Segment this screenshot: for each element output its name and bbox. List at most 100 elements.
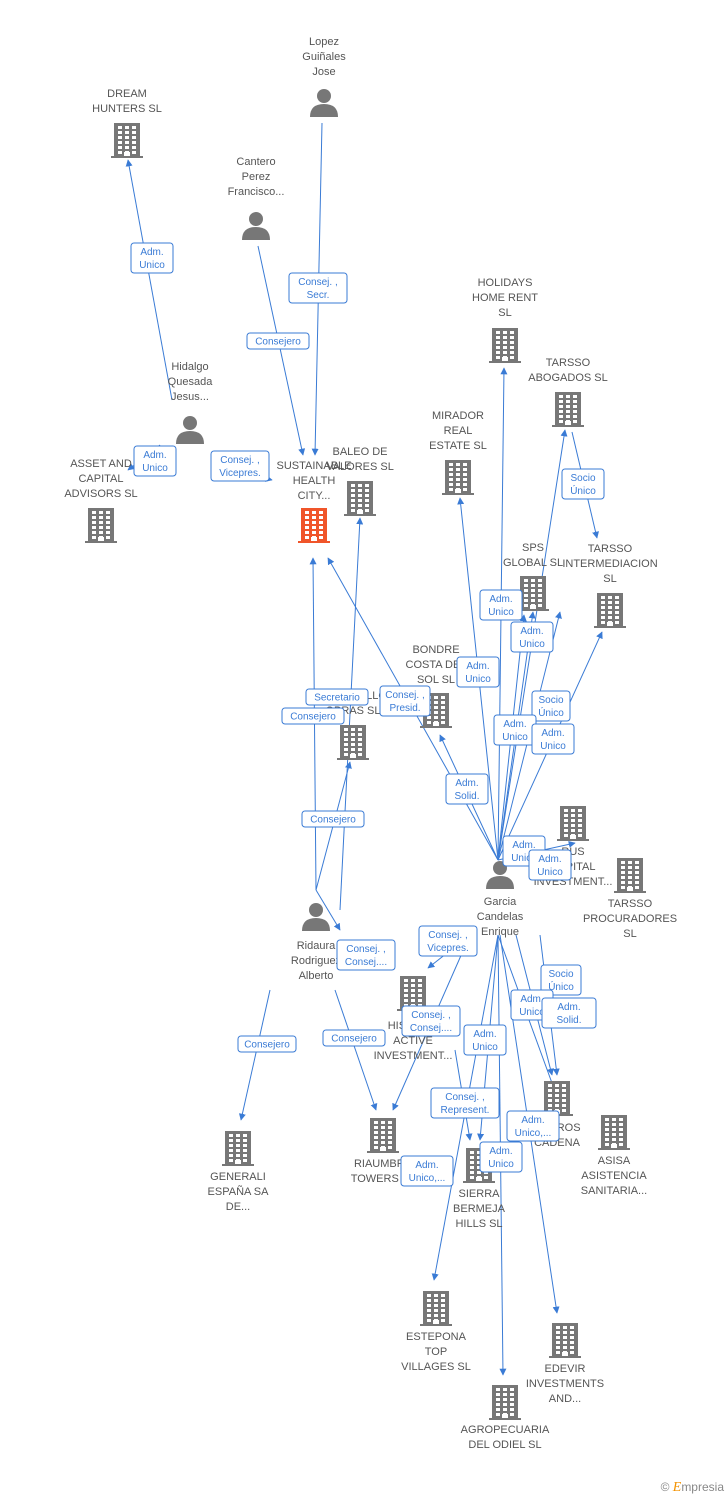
- edge-label[interactable]: Consejero: [246, 332, 310, 350]
- edge-label-text: Adm.: [489, 1146, 512, 1157]
- edge-label-text: Adm.: [512, 840, 535, 851]
- edge-label-text: Socio: [570, 473, 595, 484]
- edge-label[interactable]: Adm.Unico: [463, 1024, 507, 1056]
- building-icon: [557, 806, 589, 841]
- building-icon: [367, 1118, 399, 1153]
- node-label: VILLAGES SL: [401, 1361, 471, 1373]
- edge-label[interactable]: Adm.Solid.: [541, 997, 597, 1029]
- edge-label[interactable]: Consej. ,Presid.: [379, 685, 431, 717]
- node-label: Hidalgo: [171, 361, 208, 373]
- node-label: CITY...: [298, 490, 331, 502]
- node-edevir[interactable]: EDEVIRINVESTMENTSAND...: [526, 1323, 604, 1405]
- edge-label[interactable]: Consej. ,Consej....: [336, 939, 396, 971]
- node-asisa[interactable]: ASISAASISTENCIASANITARIA...: [581, 1115, 648, 1197]
- edge-label-box: [246, 332, 310, 350]
- edge-label[interactable]: Adm.Unico: [528, 849, 572, 881]
- node-hidalgo[interactable]: HidalgoQuesadaJesus...: [168, 361, 214, 444]
- edge-label-text: Adm.: [557, 1002, 580, 1013]
- edge-label[interactable]: Secretario: [305, 688, 369, 706]
- edge-label[interactable]: Consejero: [237, 1035, 297, 1053]
- node-sustain[interactable]: SUSTAINABLEHEALTHCITY...: [277, 460, 352, 543]
- node-label: ESTEPONA: [406, 1331, 467, 1343]
- edge-line: [334, 989, 378, 1111]
- edge-label-text: Represent.: [441, 1105, 490, 1116]
- building-icon: [614, 858, 646, 893]
- edge-label[interactable]: Consej. ,Vicepres.: [210, 450, 270, 482]
- edge-label[interactable]: Consej. ,Secr.: [288, 272, 348, 304]
- edge-label-text: Adm.: [143, 450, 166, 461]
- edge-label[interactable]: Adm.Unico: [456, 656, 500, 688]
- building-icon: [598, 1115, 630, 1150]
- edge-label[interactable]: Consej. , Represent.: [430, 1087, 500, 1119]
- node-label: Guiñales: [302, 51, 346, 63]
- person-icon: [176, 416, 204, 444]
- edge-label[interactable]: Adm.Unico: [130, 242, 174, 274]
- edge-label-text: Consej. ,: [220, 455, 259, 466]
- edge-label-text: Adm.: [489, 594, 512, 605]
- edge-label-box: [541, 997, 597, 1029]
- edge-label[interactable]: Adm.Unico: [510, 621, 554, 653]
- edge-label[interactable]: Consej. ,Vicepres.: [418, 925, 478, 957]
- edge-label-box: [506, 1110, 560, 1142]
- edge-label-text: Unico: [142, 463, 168, 474]
- edge-label[interactable]: Adm.Unico,...: [506, 1110, 560, 1142]
- edge-label[interactable]: Consej. ,Consej....: [401, 1005, 461, 1037]
- edge-label[interactable]: Adm. Unico: [479, 1141, 523, 1173]
- node-label: VALORES SL: [326, 461, 394, 473]
- edge-label-text: Adm.: [415, 1160, 438, 1171]
- edge-label-text: Consej. ,: [445, 1092, 484, 1103]
- edge-label[interactable]: Consejero: [301, 810, 365, 828]
- edge-label-box: [531, 723, 575, 755]
- edge-label[interactable]: Consejero: [281, 707, 345, 725]
- edge-label-text: Consejero: [244, 1040, 290, 1051]
- node-cantero[interactable]: CanteroPerezFrancisco...: [228, 156, 285, 240]
- edge-label[interactable]: Adm.Unico: [493, 714, 537, 746]
- edge-label-box: [336, 939, 396, 971]
- edge-label[interactable]: Adm.Unico,...: [400, 1155, 454, 1187]
- edge-label[interactable]: Adm.Solid.: [445, 773, 489, 805]
- edge-label[interactable]: Adm. Unico: [133, 445, 177, 477]
- edge-label-box: [540, 964, 582, 996]
- edge-label-box: [510, 621, 554, 653]
- building-icon: [489, 1385, 521, 1420]
- edge-label-text: Unico: [488, 1159, 514, 1170]
- edge-label[interactable]: Consejero: [322, 1029, 386, 1047]
- building-icon: [517, 576, 549, 611]
- edge-label-box: [322, 1029, 386, 1047]
- node-label: TOWERS SL: [351, 1173, 416, 1185]
- edge-label[interactable]: Adm. Unico: [479, 589, 523, 621]
- edge-label[interactable]: Adm.Unico: [531, 723, 575, 755]
- building-icon: [344, 481, 376, 516]
- node-label: HILLS SL: [455, 1218, 502, 1230]
- empresia-brand[interactable]: © Empresia: [661, 1480, 724, 1496]
- edge-label-text: Unico: [488, 607, 514, 618]
- node-label: Cantero: [236, 156, 275, 168]
- edge-label-box: [281, 707, 345, 725]
- node-label: DREAM: [107, 88, 147, 100]
- node-label: DE...: [226, 1201, 250, 1213]
- edge-label-text: Secretario: [314, 693, 360, 704]
- building-icon: [111, 123, 143, 158]
- node-label: Candelas: [477, 911, 524, 923]
